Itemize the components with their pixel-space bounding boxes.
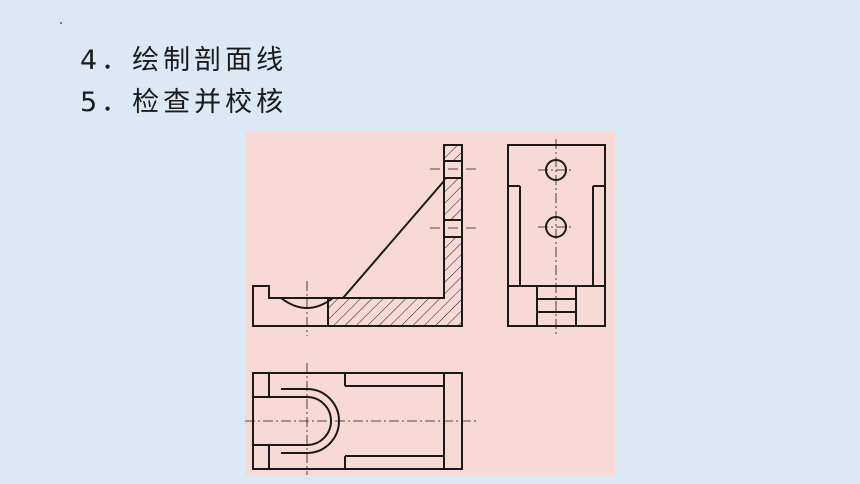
step-5: 5．检查并校核 [80, 87, 288, 118]
side-view [507, 139, 606, 336]
front-section-view [252, 144, 477, 336]
slide-dot [60, 22, 62, 24]
front-center-lines [306, 168, 477, 336]
step-4: 4．绘制剖面线 [80, 45, 288, 76]
drawing-panel [245, 131, 615, 475]
section-hatching [328, 145, 462, 326]
front-outline [252, 144, 463, 327]
side-outline [507, 144, 606, 327]
top-center-lines [245, 363, 477, 475]
side-center-lines [538, 139, 574, 336]
step-list: 4．绘制剖面线 5．检查并校核 [80, 40, 287, 124]
top-view [245, 363, 477, 475]
three-view-drawing [245, 139, 606, 475]
